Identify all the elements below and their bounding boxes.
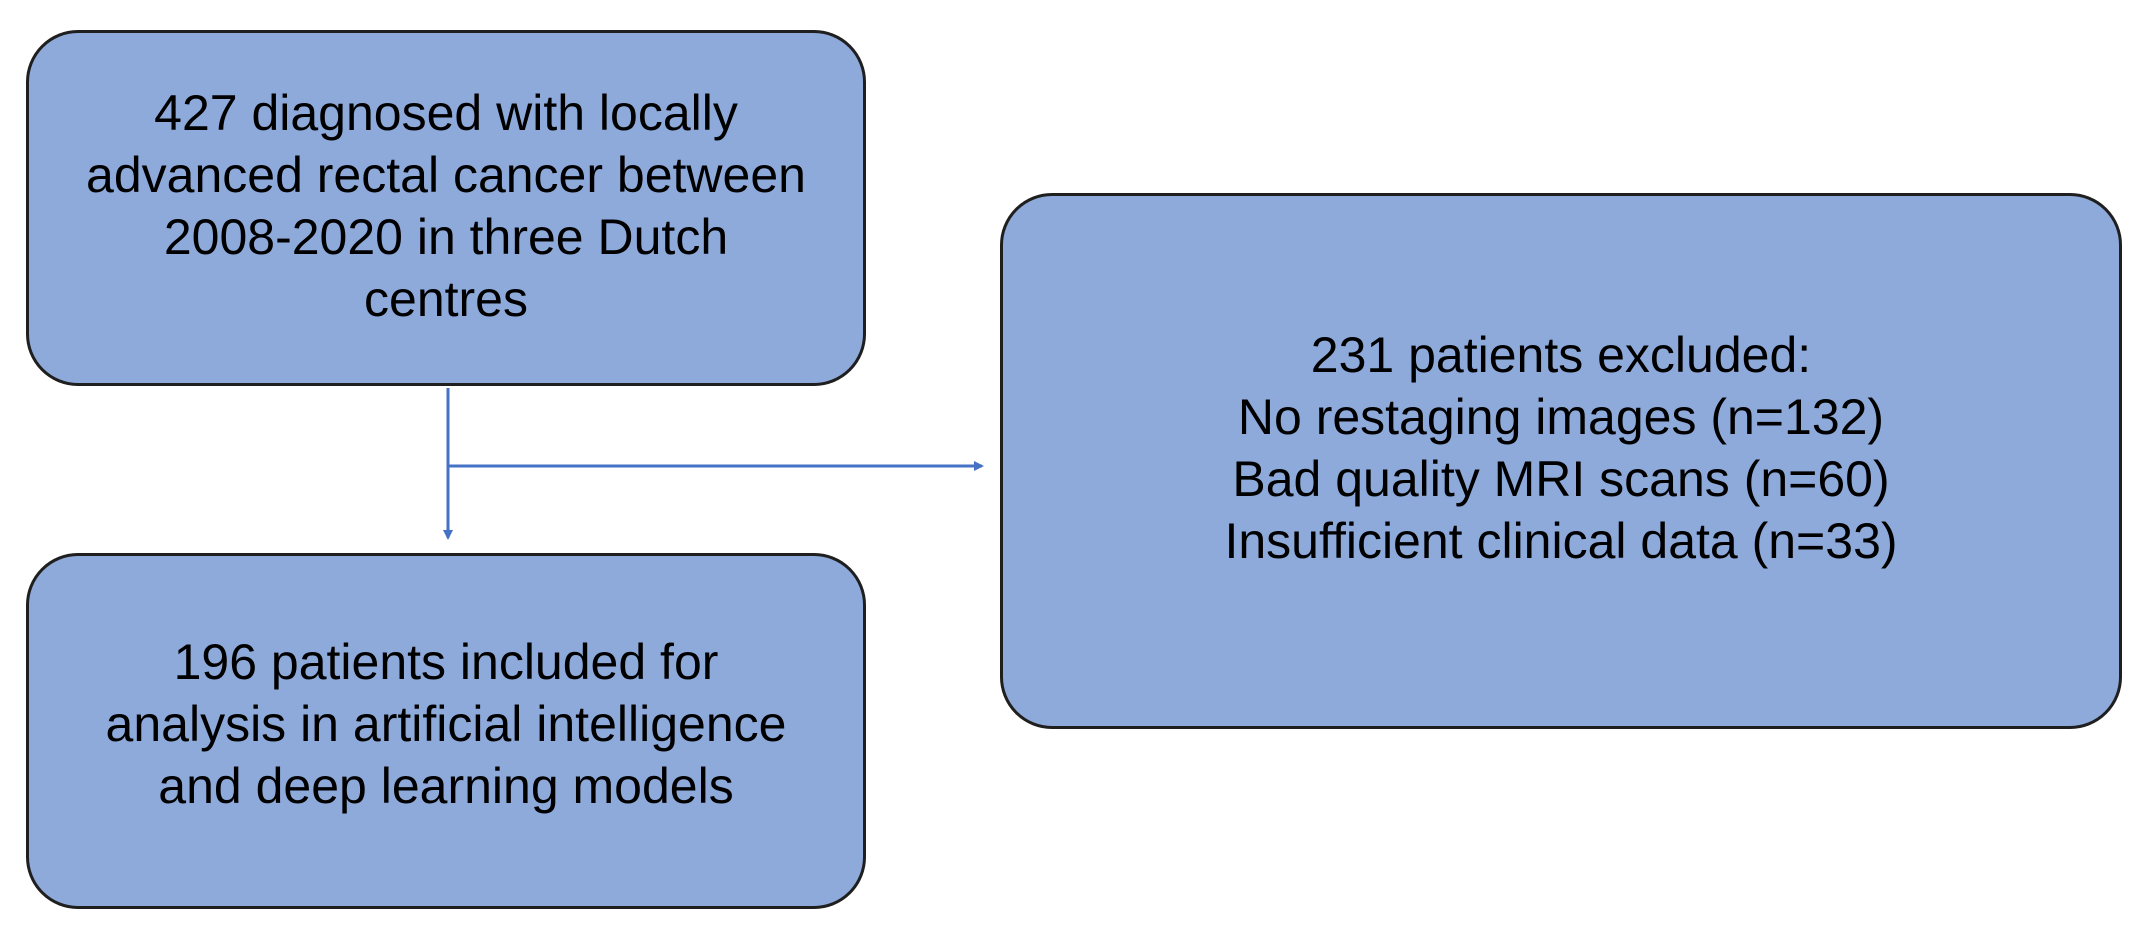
cohort-text-line-1: 427 diagnosed with locally xyxy=(154,85,738,141)
excluded-text-line-1: 231 patients excluded: xyxy=(1310,327,1812,383)
excluded-text-line-2: No restaging images (n=132) xyxy=(1237,389,1885,445)
included-text-line-1: 196 patients included for xyxy=(173,634,719,690)
cohort-box: 427 diagnosed with locally advanced rect… xyxy=(26,30,866,386)
excluded-text-line-3: Bad quality MRI scans (n=60) xyxy=(1232,451,1890,507)
included-text-line-3: and deep learning models xyxy=(158,758,734,814)
cohort-text-line-4: centres xyxy=(364,271,528,327)
included-text-line-2: analysis in artificial intelligence xyxy=(105,696,787,752)
cohort-text-line-3: 2008-2020 in three Dutch xyxy=(163,209,729,265)
cohort-text-line-2: advanced rectal cancer between xyxy=(86,147,806,203)
excluded-box: 231 patients excluded: No restaging imag… xyxy=(1000,193,2122,729)
included-box: 196 patients included for analysis in ar… xyxy=(26,553,866,909)
excluded-text-line-4: Insufficient clinical data (n=33) xyxy=(1224,513,1898,569)
